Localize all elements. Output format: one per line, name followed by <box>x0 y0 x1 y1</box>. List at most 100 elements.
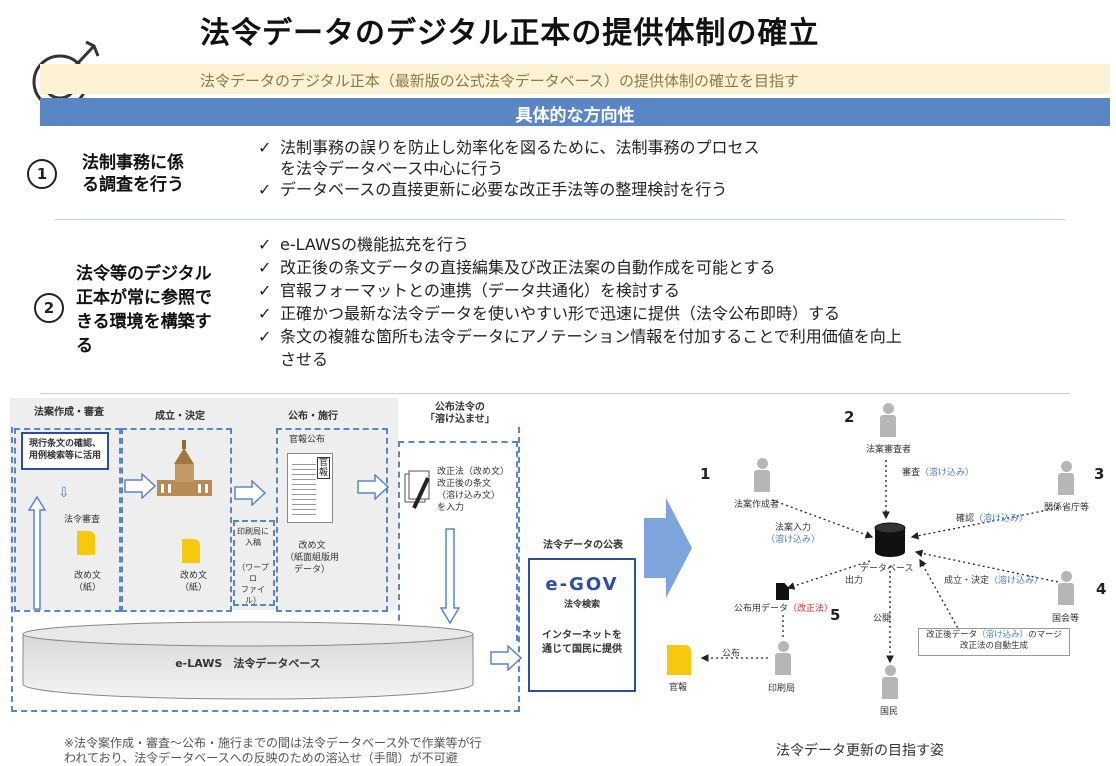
printing-line: （ワープロ <box>237 563 269 583</box>
publish-title: 法令データの公表 <box>543 540 623 551</box>
flow-lines <box>700 460 1059 664</box>
person-icon <box>1058 461 1074 495</box>
subtitle-band <box>40 64 1110 94</box>
diet-label: 国会等 <box>1052 614 1080 624</box>
section-divider <box>40 393 1070 394</box>
person-icon <box>882 665 898 699</box>
internet-text: インターネットを 通じて国民に提供 <box>530 629 634 657</box>
gazette-label: 官報公布 <box>289 435 326 445</box>
merge-box <box>398 441 518 641</box>
review-flow-sub: （溶け込み） <box>920 468 975 478</box>
promulgate-label: 公布 <box>722 649 741 659</box>
printing-line: 入稿 <box>245 538 261 547</box>
diagram-number: 4 <box>1096 580 1107 598</box>
reviewer-label: 法案審査者 <box>866 445 912 455</box>
enactment-box <box>121 428 232 612</box>
publication-data-text: 公布用データ <box>734 604 789 614</box>
section-1-label-line: 法制事務に係 <box>82 153 184 173</box>
stage-enactment: 成立・決定 <box>155 411 205 422</box>
up-arrow-icon <box>27 495 47 610</box>
enact-text: 成立・決定 <box>944 576 990 586</box>
section-2-item: e-LAWSの機能拡充を行う <box>258 233 902 256</box>
workflow-loop <box>11 427 520 712</box>
diagram-number: 3 <box>1094 465 1105 483</box>
down-arrow-icon: ⇩ <box>58 485 70 501</box>
direction-band: 具体的な方向性 <box>40 98 1110 126</box>
person-icon <box>754 458 770 492</box>
doc2-line: （紙） <box>180 583 208 593</box>
database-center-label: データベース <box>860 564 914 574</box>
egov-box: e-GOV 法令検索 インターネットを 通じて国民に提供 <box>528 558 636 692</box>
merge-desc: 改正法（改め文） 改正後の条文 （溶け込み文） を入力 <box>437 466 509 514</box>
person-icon <box>880 403 896 437</box>
person-icon <box>775 641 791 675</box>
gazette-doc-icon <box>667 645 691 675</box>
merge-desc-line: （溶け込み文） <box>437 491 501 501</box>
enact-label: 成立・決定（溶け込み） <box>944 575 1043 587</box>
section-2-item: 条文の複雑な箇所も法令データにアノテーション情報を付加することで利用価値を向上 <box>258 325 902 348</box>
section-1-item-continued: を法令データベース中心に行う <box>280 159 504 178</box>
merge-title-line: 「溶け込ませ」 <box>425 414 495 425</box>
printing-line: 印刷局に <box>237 527 269 536</box>
section-divider <box>55 219 1065 220</box>
section-1-item: データベースの直接更新に必要な改正手法等の整理検討を行う <box>258 179 760 200</box>
doc3-label: 改め文 （紙面組版用 データ） <box>285 540 339 576</box>
right-arrow-icon <box>234 479 267 507</box>
direction-label: 具体的な方向性 <box>515 106 635 126</box>
section-1-label-line: る調査を行う <box>82 175 184 195</box>
merge-generate-line: 改正後データ（溶け込み）のマージ <box>919 630 1069 641</box>
gazette-lines <box>292 460 316 516</box>
printing-box <box>233 520 275 606</box>
merge-title-line: 公布法令の <box>434 402 485 413</box>
current-law-box: 現行条文の確認、 用例検索等に活用 <box>21 432 109 470</box>
merge-desc-line: 改正後の条文 <box>437 479 492 489</box>
confirm-sub: （溶け込み） <box>974 514 1029 524</box>
confirm-label: 確認（溶け込み） <box>956 513 1028 525</box>
merge-generate-text: 改正後データ（溶け込み）のマージ 改正法の自動生成 <box>919 629 1069 652</box>
section-2-item: 官報フォーマットとの連携（データ共通化）を検討する <box>258 279 902 302</box>
input-sub: （溶け込み） <box>766 535 821 545</box>
merge-generate-line: 改正法の自動生成 <box>959 641 1028 651</box>
enact-sub: （溶け込み） <box>989 576 1044 586</box>
diagram-number: 1 <box>700 465 711 483</box>
merge-desc-line: を入力 <box>437 503 465 513</box>
merge-title: 公布法令の 「溶け込ませ」 <box>425 402 495 426</box>
database-icon <box>874 522 906 558</box>
diagram-number: 2 <box>844 408 855 426</box>
internet-line: インターネットを <box>542 630 622 641</box>
promulgation-box <box>276 428 388 612</box>
section-1-item: 法制事務の誤りを防止し効率化を図るために、法制事務のプロセス <box>258 137 760 158</box>
page-title: 法令データのデジタル正本の提供体制の確立 <box>200 16 820 51</box>
egov-subtitle: 法令検索 <box>563 600 600 610</box>
down-arrow-icon <box>439 528 461 625</box>
publication-data-sub: （改正法） <box>788 604 834 614</box>
elaws-database: e-LAWS 法令データベース <box>22 620 474 702</box>
big-right-arrow-icon <box>644 498 692 598</box>
gazette-page: 官報 <box>287 453 333 523</box>
doc2-label: 改め文 （紙） <box>180 570 207 594</box>
merge-generate-part: のマージ <box>1028 630 1062 640</box>
file-icon <box>776 583 789 600</box>
section-2-label-line: る <box>76 336 93 356</box>
right-arrow-icon <box>357 473 390 501</box>
publication-data-label: 公布用データ（改正法） <box>734 603 833 615</box>
gazette-bottom-label: 官報 <box>669 683 688 693</box>
right-arrow-icon <box>490 644 523 672</box>
document-icon <box>77 531 95 555</box>
section-2-number: 2 <box>34 293 64 323</box>
creator-label: 法案作成者 <box>734 500 780 510</box>
merge-desc-line: 改正法（改め文） <box>437 467 510 477</box>
current-law-text: 現行条文の確認、 用例検索等に活用 <box>23 434 107 462</box>
pencil-doc-icon <box>404 470 434 512</box>
right-diagram-caption: 法令データ更新の目指す姿 <box>776 743 944 759</box>
diet-building-icon <box>157 440 212 498</box>
doc2-line: 改め文 <box>180 571 208 581</box>
doc3-line: 改め文 <box>298 541 326 551</box>
confirm-text: 確認 <box>956 514 975 524</box>
printing-bureau-label: 印刷局 <box>768 684 796 694</box>
section-2-item: 正確かつ最新な法令データを使いやすい形で迅速に提供（法令公布即時）する <box>258 302 902 325</box>
printing-label: 印刷局に 入稿 （ワープロ ファイル） <box>236 526 270 606</box>
diagram-number: 5 <box>830 606 841 624</box>
gazette-badge: 官報 <box>317 457 330 479</box>
ministries-label: 関係省庁等 <box>1044 503 1090 513</box>
